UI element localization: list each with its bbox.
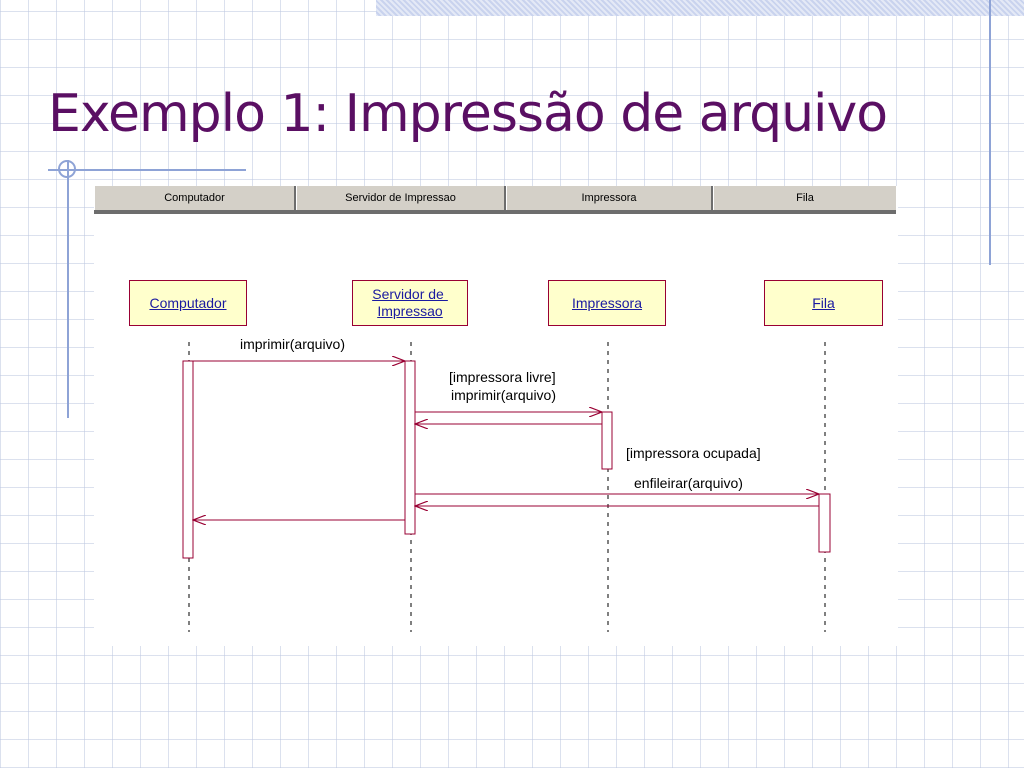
activation-bar-computador[interactable] bbox=[182, 360, 194, 559]
lifeline-box-computador[interactable]: Computador bbox=[129, 280, 247, 326]
header-column-servidor[interactable]: Servidor de Impressao bbox=[296, 186, 506, 210]
decorative-top-band bbox=[376, 0, 1024, 16]
header-column-computador[interactable]: Computador bbox=[94, 186, 296, 210]
decorative-circle-icon bbox=[58, 160, 76, 178]
activation-bar-servidor[interactable] bbox=[404, 360, 416, 535]
message-label: [impressora ocupada] bbox=[626, 445, 761, 461]
lifeline-label: Servidor de bbox=[372, 286, 448, 302]
header-column-impressora[interactable]: Impressora bbox=[506, 186, 713, 210]
decorative-horizontal-line bbox=[48, 169, 246, 171]
decorative-vertical-line-right bbox=[989, 0, 991, 265]
lifeline-label: Fila bbox=[812, 294, 835, 311]
lifeline-label: Impressora bbox=[571, 294, 643, 311]
page-title: Exemplo 1: Impressão de arquivo bbox=[48, 84, 888, 144]
lifeline-label: Computador bbox=[149, 294, 227, 311]
message-label: enfileirar(arquivo) bbox=[634, 475, 743, 491]
lifeline-box-impressora[interactable]: Impressora bbox=[548, 280, 666, 326]
lifeline-box-fila[interactable]: Fila bbox=[764, 280, 883, 326]
activation-bar-impressora[interactable] bbox=[601, 411, 613, 470]
lifeline-label: Impressao bbox=[377, 303, 443, 319]
diagram-header-bar: Computador Servidor de Impressao Impress… bbox=[94, 186, 896, 214]
message-label: imprimir(arquivo) bbox=[240, 336, 345, 352]
lifeline-box-servidor[interactable]: Servidor de Impressao bbox=[352, 280, 468, 326]
message-label: [impressora livre] bbox=[449, 369, 556, 385]
decorative-vertical-line-left bbox=[67, 160, 69, 418]
activation-bar-fila[interactable] bbox=[818, 493, 831, 553]
sequence-diagram-panel: Computador Servidor de Impressao Impress… bbox=[94, 186, 898, 646]
message-label: imprimir(arquivo) bbox=[451, 387, 556, 403]
sequence-diagram-canvas: imprimir(arquivo) [impressora livre] imp… bbox=[182, 336, 831, 632]
header-column-fila[interactable]: Fila bbox=[713, 186, 896, 210]
